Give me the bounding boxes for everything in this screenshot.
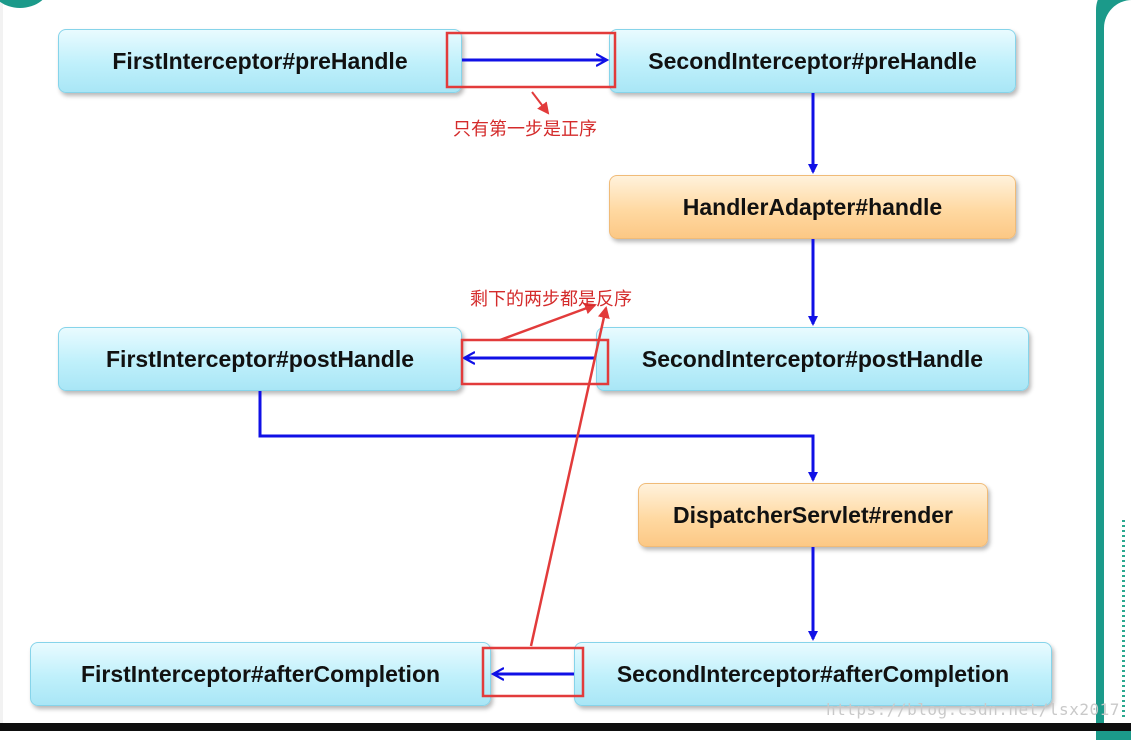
node-first-interceptor-posthandle: FirstInterceptor#postHandle bbox=[58, 327, 462, 391]
highlight-box-prehandle bbox=[445, 31, 617, 89]
node-dispatcher-servlet-render: DispatcherServlet#render bbox=[638, 483, 988, 547]
annotation-reverse-order: 剩下的两步都是反序 bbox=[470, 289, 632, 310]
frame-right-inner bbox=[1104, 0, 1131, 731]
frame-bottom-bar bbox=[0, 723, 1131, 731]
highlight-box-aftercompletion bbox=[481, 646, 585, 698]
frame-corner-decoration bbox=[0, 0, 50, 8]
pointer-reverse-from-aftercompletion bbox=[529, 306, 610, 647]
annotation-forward-order: 只有第一步是正序 bbox=[453, 119, 597, 140]
frame-left-edge bbox=[0, 0, 3, 723]
node-first-interceptor-aftercompletion: FirstInterceptor#afterCompletion bbox=[30, 642, 491, 706]
watermark: https://blog.csdn.net/lsx2017 bbox=[826, 700, 1120, 719]
frame-dotted-edge bbox=[1122, 520, 1125, 720]
node-second-interceptor-prehandle: SecondInterceptor#preHandle bbox=[609, 29, 1016, 93]
node-handler-adapter-handle: HandlerAdapter#handle bbox=[609, 175, 1016, 239]
node-second-interceptor-aftercompletion: SecondInterceptor#afterCompletion bbox=[574, 642, 1052, 706]
pointer-reverse-from-posthandle bbox=[499, 302, 597, 342]
node-first-interceptor-prehandle: FirstInterceptor#preHandle bbox=[58, 29, 462, 93]
node-second-interceptor-posthandle: SecondInterceptor#postHandle bbox=[596, 327, 1029, 391]
arrow-first-post-to-render bbox=[258, 391, 818, 482]
highlight-box-posthandle bbox=[460, 338, 610, 386]
pointer-forward-note bbox=[531, 91, 550, 115]
